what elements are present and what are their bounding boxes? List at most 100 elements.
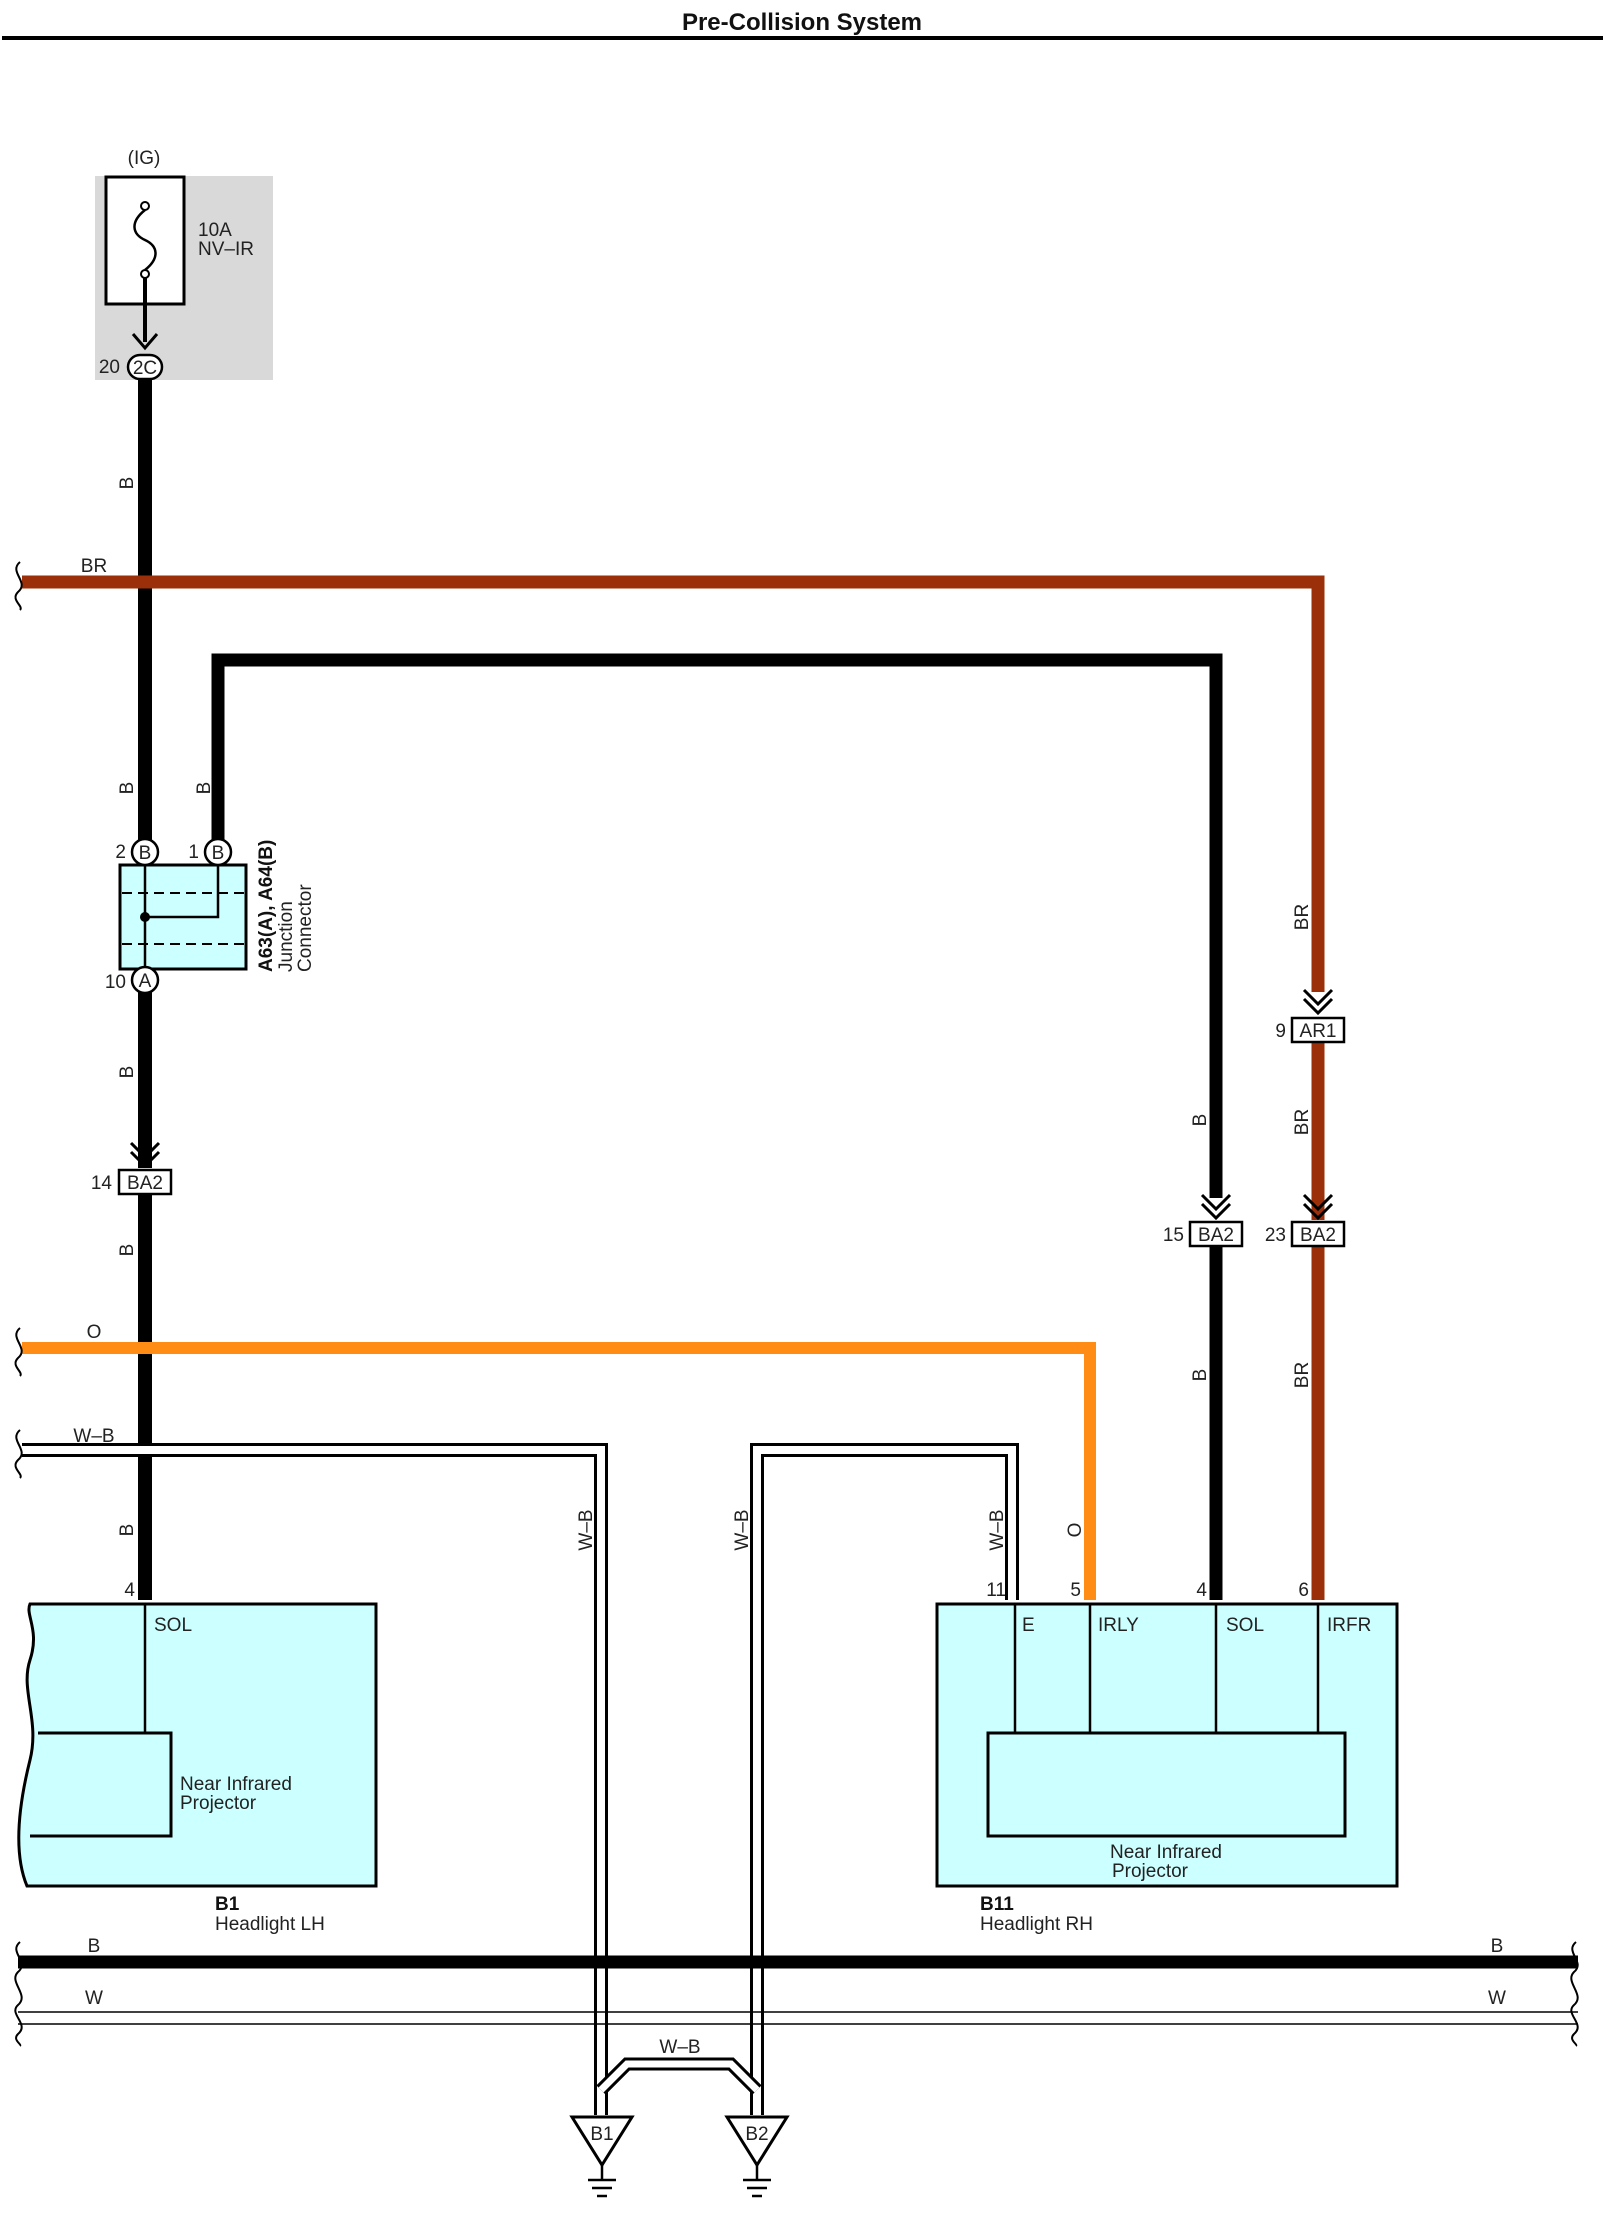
wire-label-o: O: [1065, 1523, 1086, 1538]
jc-code-label: A63(A), A64(B): [256, 840, 277, 972]
ground-icon: [743, 2178, 771, 2198]
jc-pin-oval: [203, 837, 233, 867]
headlight-rh-terminal: E: [1022, 1615, 1035, 1636]
jc-pin-num: 10: [105, 972, 126, 993]
jc-pin-oval: [130, 965, 160, 995]
jc-pin-num: 2: [115, 842, 126, 863]
headlight-rh-pin: 4: [1196, 1580, 1207, 1601]
headlight-rh-terminal: IRLY: [1098, 1615, 1139, 1636]
connector-code: BA2: [127, 1173, 163, 1194]
fuse-connector-code: 2C: [133, 358, 157, 379]
headlight-rh-inner-line2: Projector: [1112, 1861, 1189, 1882]
connector-pin-num: 23: [1265, 1225, 1286, 1246]
headlight-rh: 11 5 4 6 E IRLY SOL IRFR Near Infrared P…: [935, 1580, 1399, 1935]
ground-icon: [588, 2178, 616, 2198]
connector-code: BA2: [1300, 1225, 1336, 1246]
page-title: Pre-Collision System: [682, 9, 922, 36]
bus-label-w-right: W: [1488, 1988, 1506, 2009]
wire-o: [22, 1342, 1096, 1600]
wire-label-br: BR: [81, 556, 107, 577]
jc-junction-dot: [140, 912, 150, 922]
headlight-rh-inner-line1: Near Infrared: [1110, 1842, 1222, 1863]
break-mark-bus-right: [1570, 1941, 1579, 2047]
headlight-lh-inner-line1: Near Infrared: [180, 1774, 292, 1795]
double-chevron-icon: [1200, 1193, 1232, 1221]
wire-br-top: [22, 575, 1325, 992]
fuse-supply-label: (IG): [128, 148, 161, 169]
break-mark-o: [14, 1327, 23, 1377]
connector-code: AR1: [1300, 1021, 1337, 1042]
inline-connector: BA2 15: [1163, 1193, 1244, 1248]
ground-triangle: [569, 2115, 635, 2168]
wire-label-br: BR: [1292, 1362, 1313, 1388]
headlight-lh-code: B1: [215, 1894, 240, 1915]
headlight-lh: 4 SOL Near Infrared Projector B1 Headlig…: [17, 1580, 378, 1935]
connector-pin-num: 14: [91, 1173, 113, 1194]
wire-label-b: B: [117, 477, 138, 490]
wire-label-wb: W–B: [987, 1509, 1008, 1550]
jc-pin-code: B: [139, 843, 152, 864]
fuse-block: (IG) 10A NV–IR 20 2C: [95, 148, 273, 381]
connector-code: BA2: [1198, 1225, 1234, 1246]
connector-box: [1290, 1220, 1346, 1248]
connector-box: [1290, 1016, 1346, 1044]
ground-code: B2: [745, 2124, 768, 2145]
fuse-pin-num: 20: [99, 357, 120, 378]
inline-connector: BA2 23: [1265, 1193, 1346, 1248]
wire-label-b: B: [1190, 1114, 1211, 1127]
wire-wb-left-inner: [22, 1446, 605, 2115]
jc-name-line2: Connector: [295, 884, 316, 972]
arrow-down-icon: [131, 333, 159, 351]
headlight-rh-projector: [986, 1731, 1347, 1838]
junction-connector: 2 B 1 B 10 A A63(A), A64(B) Junction Con…: [105, 837, 316, 995]
wire-label-wb-bridge: W–B: [659, 2037, 700, 2058]
headlight-rh-pin: 6: [1298, 1580, 1309, 1601]
fuse-icon: [133, 209, 157, 271]
jc-pin-code: B: [212, 843, 225, 864]
double-chevron-icon: [1302, 988, 1334, 1016]
headlight-lh-name: Headlight LH: [215, 1914, 325, 1935]
inline-connector: AR1 9: [1275, 988, 1346, 1044]
wire-label-wb: W–B: [576, 1509, 597, 1550]
wire-label-wb: W–B: [732, 1509, 753, 1550]
headlight-rh-pin: 11: [986, 1580, 1006, 1601]
headlight-lh-pin: 4: [124, 1580, 135, 1601]
wire-break-marks: [14, 561, 1579, 2047]
wire-label-b: B: [117, 1524, 138, 1537]
ground-code: B1: [590, 2124, 613, 2145]
wire-label-b: B: [117, 1244, 138, 1257]
headlight-rh-pin: 5: [1070, 1580, 1081, 1601]
jc-internal-link: [145, 852, 220, 919]
headlight-lh-body: [17, 1602, 378, 1888]
headlight-rh-terminal: SOL: [1226, 1615, 1264, 1636]
connector-box: [117, 1168, 173, 1196]
connector-pin-num: 9: [1275, 1021, 1286, 1042]
break-mark-br: [14, 561, 23, 611]
fuse-name: NV–IR: [198, 239, 254, 260]
headlight-lh-terminal: SOL: [154, 1615, 192, 1636]
wire-wb-bridge-inner: [598, 2060, 760, 2093]
bus-label-b-left: B: [88, 1936, 101, 1957]
ground-b1: B1: [569, 2115, 635, 2198]
bus-label-w-left: W: [85, 1988, 103, 2009]
headlight-rh-terminal: IRFR: [1327, 1615, 1371, 1636]
ground-b2: B2: [724, 2115, 790, 2198]
wire-label-br: BR: [1292, 1109, 1313, 1135]
headlight-lh-projector: [30, 1731, 173, 1838]
break-mark-bus-left: [14, 1941, 23, 2047]
wire-label-b: B: [194, 782, 215, 795]
jc-pin-num: 1: [188, 842, 199, 863]
bus-label-b-right: B: [1491, 1936, 1504, 1957]
jc-pin-oval: [130, 837, 160, 867]
inline-connector: BA2 14: [91, 1141, 173, 1196]
wire-label-b: B: [1190, 1369, 1211, 1382]
wire-label-b: B: [117, 782, 138, 795]
fuse-terminal-top: [140, 201, 150, 211]
wire-labels: B BR B B B B B O W–B W–B W–B W–B O B B B…: [73, 477, 1506, 2058]
wire-label-wb: W–B: [73, 1426, 114, 1447]
jc-pin-code: A: [139, 971, 152, 992]
wire-label-br: BR: [1292, 904, 1313, 930]
headlight-rh-code: B11: [980, 1894, 1014, 1915]
break-mark-wb: [14, 1429, 23, 1479]
